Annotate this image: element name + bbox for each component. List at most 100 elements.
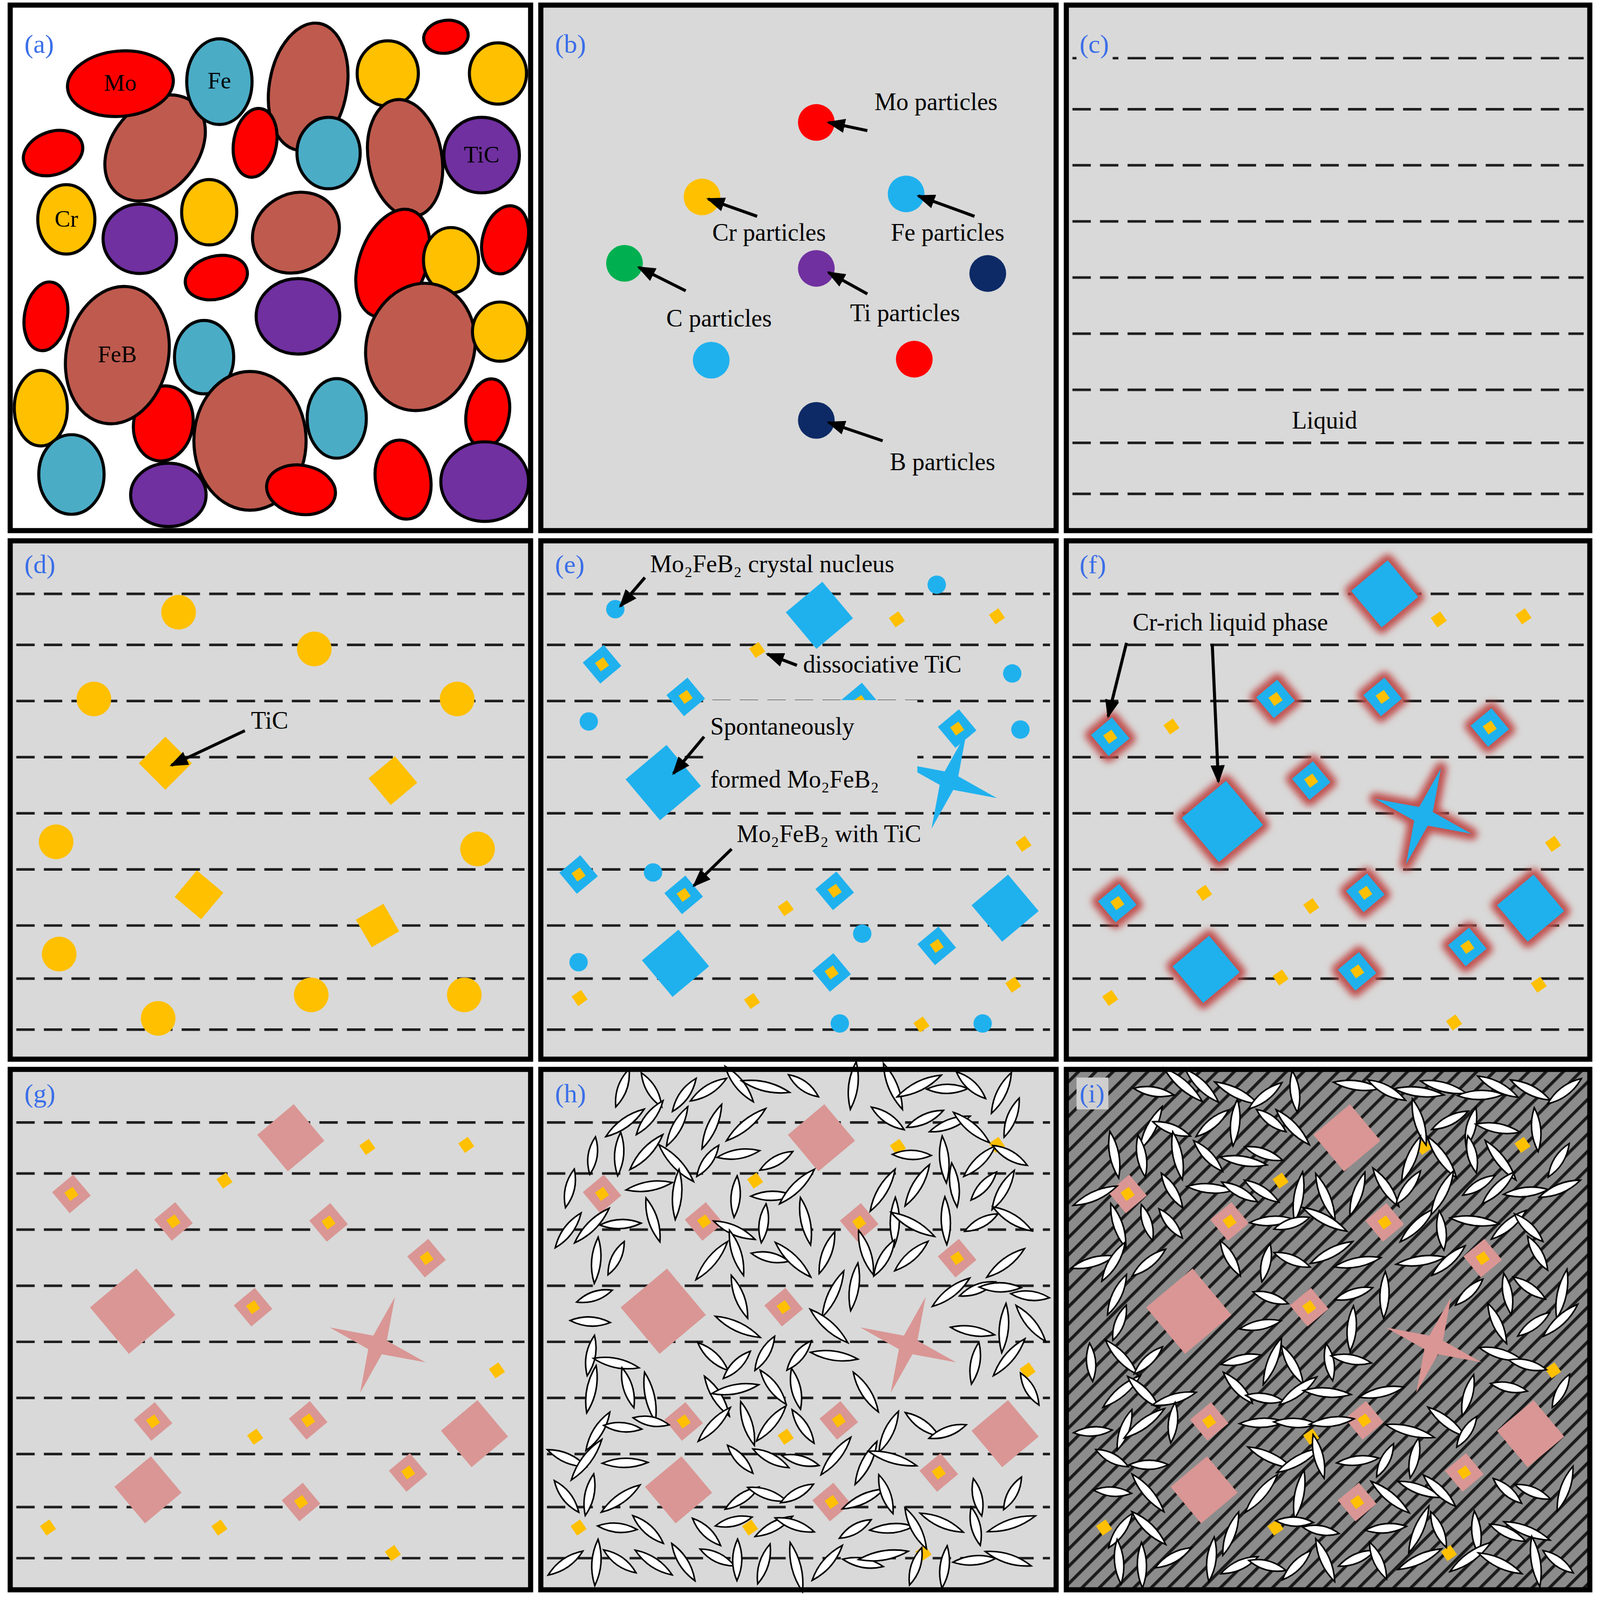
annotation-label: C particles bbox=[663, 303, 776, 334]
element-particle bbox=[896, 340, 933, 378]
tic-core bbox=[1377, 1215, 1392, 1230]
martensite-lath bbox=[1136, 1542, 1148, 1589]
tic-core bbox=[1475, 1251, 1490, 1266]
powder-particle bbox=[357, 41, 419, 107]
boride-star bbox=[860, 1297, 957, 1394]
tic-core bbox=[246, 1299, 261, 1314]
tic-core bbox=[696, 1214, 711, 1229]
martensite-lath bbox=[1218, 1510, 1243, 1557]
martensite-lath bbox=[613, 1131, 626, 1177]
boride-on-tic bbox=[1256, 679, 1295, 718]
martensite-lath bbox=[1548, 1372, 1574, 1410]
dashed-line bbox=[16, 1556, 525, 1560]
martensite-lath bbox=[940, 1196, 952, 1245]
cr-rich-liquid bbox=[1496, 874, 1564, 942]
martensite-lath bbox=[1165, 1401, 1180, 1444]
tic-crystal bbox=[174, 870, 223, 920]
boride-on-tic bbox=[407, 1238, 446, 1278]
martensite-lath bbox=[845, 1262, 863, 1312]
martensite-lath bbox=[689, 1514, 724, 1549]
boride-star bbox=[329, 1297, 426, 1394]
boride-nucleus bbox=[569, 953, 588, 972]
martensite-lath bbox=[632, 1413, 670, 1430]
powder-particle bbox=[14, 370, 67, 446]
martensite-lath bbox=[545, 1547, 586, 1579]
panel-border bbox=[1066, 1069, 1590, 1590]
panel-border bbox=[540, 540, 1057, 1060]
boride-crystal bbox=[641, 929, 709, 997]
martensite-lath bbox=[590, 1539, 603, 1586]
martensite-lath bbox=[950, 1108, 993, 1147]
boride-crystal bbox=[1313, 1104, 1381, 1172]
dashed-line bbox=[16, 643, 525, 647]
martensite-lath bbox=[953, 1068, 989, 1102]
panel-letter: (a) bbox=[21, 28, 58, 61]
martensite-lath bbox=[723, 1442, 757, 1477]
martensite-lath bbox=[687, 1074, 729, 1105]
boride-on-tic bbox=[812, 1482, 851, 1522]
free-tic bbox=[1102, 990, 1119, 1007]
boride-nucleus bbox=[1002, 664, 1022, 683]
martensite-lath bbox=[753, 1402, 790, 1444]
dashed-line bbox=[1072, 441, 1584, 445]
martensite-lath bbox=[857, 1546, 910, 1564]
panel-ground bbox=[10, 4, 531, 531]
panel-ground bbox=[540, 1069, 1057, 1590]
martensite-lath bbox=[918, 1508, 966, 1537]
tic-core bbox=[1304, 773, 1319, 788]
powder-particle bbox=[460, 375, 515, 451]
panel-ground bbox=[540, 540, 1057, 1060]
free-tic bbox=[1272, 969, 1289, 986]
martensite-lath bbox=[740, 1076, 791, 1097]
martensite-lath bbox=[560, 1168, 579, 1209]
free-tic bbox=[988, 608, 1006, 625]
element-particle bbox=[693, 341, 730, 379]
martensite-lath bbox=[1104, 1510, 1137, 1551]
free-tic bbox=[1440, 1544, 1457, 1562]
martensite-lath bbox=[1474, 1119, 1522, 1137]
powder-particle-node: Mo bbox=[67, 51, 174, 117]
martensite-lath bbox=[589, 1236, 603, 1284]
boride-crystal bbox=[90, 1268, 176, 1354]
liquid-dashes bbox=[16, 58, 1584, 1559]
tic-core bbox=[1357, 1413, 1372, 1428]
powder-particle bbox=[18, 278, 74, 355]
martensite-lath bbox=[1540, 1546, 1576, 1577]
powder-particle bbox=[255, 278, 340, 355]
tic-crystal bbox=[138, 736, 192, 790]
dashed-line bbox=[16, 1121, 525, 1124]
dashed-line bbox=[1072, 492, 1584, 496]
element-particle bbox=[969, 255, 1007, 293]
martensite-lath bbox=[757, 1147, 795, 1175]
cr-rich-liquid bbox=[1097, 883, 1137, 922]
annotation-label: Cr particles bbox=[709, 218, 830, 248]
martensite-lath bbox=[1243, 1142, 1285, 1165]
boride-nucleus bbox=[579, 712, 599, 731]
martensite-lath bbox=[837, 1515, 874, 1543]
martensite-lath bbox=[807, 1305, 851, 1347]
martensite-lath bbox=[601, 1458, 648, 1469]
tic-core bbox=[419, 1251, 434, 1266]
boride-on-tic bbox=[1346, 873, 1385, 912]
particle-ellipse bbox=[52, 276, 182, 434]
martensite-lath bbox=[1192, 1106, 1232, 1141]
nucleation-stage bbox=[559, 575, 1039, 1033]
powder-particle bbox=[358, 93, 452, 223]
dashed-line bbox=[16, 1284, 525, 1287]
martensite-lath bbox=[1190, 1137, 1226, 1175]
tic-core bbox=[950, 1251, 965, 1266]
boride-crystal bbox=[1351, 560, 1419, 628]
tic-core bbox=[64, 1187, 79, 1202]
tic-core bbox=[321, 1215, 336, 1230]
tic-dissolving bbox=[140, 1000, 176, 1036]
martensite-lath bbox=[778, 1480, 816, 1507]
martensite-lath bbox=[1136, 1203, 1157, 1242]
martensite-lath bbox=[1321, 1342, 1338, 1382]
martensite-lath bbox=[1128, 1470, 1168, 1515]
martensite-lath bbox=[850, 1439, 881, 1487]
martensite-lath bbox=[1364, 1521, 1407, 1535]
martensite-lath bbox=[598, 1481, 643, 1516]
boride-crystal bbox=[971, 1400, 1039, 1468]
martensite-lath bbox=[905, 1546, 927, 1587]
tic-dissolving bbox=[296, 631, 332, 667]
